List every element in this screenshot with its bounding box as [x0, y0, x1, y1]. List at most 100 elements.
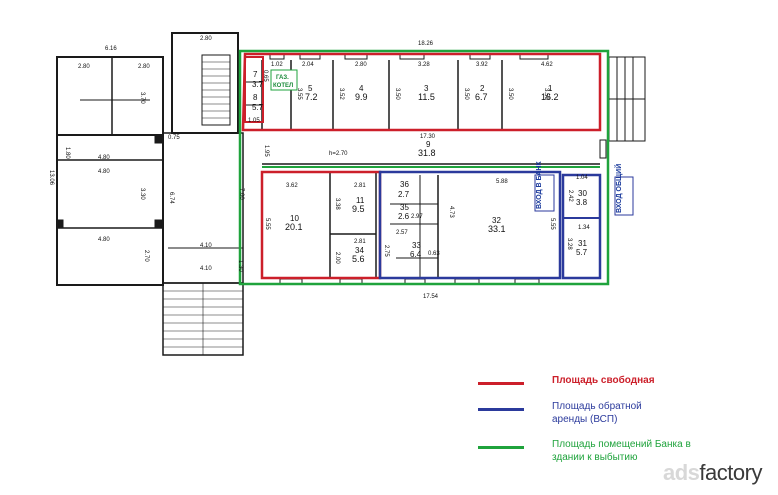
dimension: 6.16 [105, 46, 117, 52]
svg-text:3: 3 [424, 84, 429, 93]
dimension: 1.30 [237, 260, 243, 272]
legend-item-free: Площадь свободная [478, 374, 728, 408]
dimension: 1.04 [576, 175, 588, 181]
dimension: 3.50 [507, 88, 513, 100]
svg-text:31: 31 [578, 239, 587, 248]
room-8: 85.7 [252, 93, 264, 112]
dimension: 2.80 [78, 64, 90, 70]
dimension: 2.70 [143, 250, 149, 262]
dimension: 2.80 [355, 62, 367, 68]
dimension: 3.50 [394, 88, 400, 100]
svg-text:36: 36 [400, 180, 409, 189]
stair-steps-upper [202, 61, 230, 119]
dimension: 1.02 [271, 62, 283, 68]
svg-text:1: 1 [548, 84, 553, 93]
bank-area-outline [238, 49, 610, 286]
leaseback-area-entrance [561, 173, 602, 280]
room-9: 931.8 [418, 140, 436, 158]
dimension: 17.54 [423, 294, 439, 300]
entrance-door [599, 139, 607, 159]
dimension: 0.65 [262, 70, 268, 82]
svg-text:5: 5 [308, 84, 313, 93]
dimension: 1.05 [248, 118, 260, 124]
dimension: 13.06 [48, 170, 54, 186]
column [154, 219, 164, 229]
svg-text:8: 8 [253, 93, 258, 102]
dimension: 1.95 [263, 145, 269, 157]
free-area-gas-room [244, 56, 264, 123]
dimension: 4.73 [448, 206, 454, 218]
room-30: 303.8 [576, 189, 588, 207]
legend-swatch-red [478, 382, 524, 385]
stairwell [162, 32, 244, 356]
svg-text:2.7: 2.7 [398, 190, 410, 199]
dimension: 4.10 [200, 266, 212, 272]
dimension: 2.97 [411, 214, 423, 220]
column [56, 219, 64, 229]
room-35: 352.6 [398, 203, 410, 221]
svg-text:5.7: 5.7 [252, 103, 264, 112]
column [154, 134, 164, 144]
dimension: 2.00 [334, 252, 340, 264]
dimension: 3.62 [286, 183, 298, 189]
svg-text:6.7: 6.7 [475, 92, 488, 102]
free-area-outline [241, 52, 602, 132]
dimension: 3.55 [296, 88, 302, 100]
room-11: 119.5 [352, 196, 365, 214]
dimension: 5.55 [264, 218, 270, 230]
dimension: 2.57 [396, 230, 408, 236]
room-3: 311.5 [418, 84, 435, 102]
room-5: 57.2 [305, 84, 318, 102]
gas-boiler-label-2: КОТЕЛ [273, 83, 293, 89]
svg-text:34: 34 [355, 246, 364, 255]
gas-boiler-label-1: ГАЗ. [276, 75, 289, 81]
dimension: 2.42 [567, 190, 573, 202]
svg-text:11: 11 [356, 196, 365, 205]
legend-text-free: Площадь свободная [552, 375, 655, 386]
svg-text:5.6: 5.6 [352, 254, 365, 264]
room-33: 336.4 [410, 241, 422, 259]
legend-text-leaseback: Площадь обратной аренды (ВСП) [552, 401, 642, 425]
legend-text-bank: Площадь помещений Банка в здании к выбыт… [552, 439, 691, 463]
dimension: 4.80 [98, 237, 110, 243]
svg-text:9: 9 [426, 140, 431, 149]
svg-text:35: 35 [400, 203, 409, 212]
svg-text:16.2: 16.2 [541, 92, 559, 102]
svg-text:6.4: 6.4 [410, 250, 422, 259]
dimension: 4.62 [541, 62, 553, 68]
dimension: 3.28 [418, 62, 430, 68]
legend-swatch-green [478, 446, 524, 449]
dimension: 17.30 [420, 134, 436, 140]
dimension: 5.88 [496, 179, 508, 185]
dimension: 18.26 [418, 41, 434, 47]
svg-text:9.9: 9.9 [355, 92, 368, 102]
svg-text:20.1: 20.1 [285, 222, 303, 232]
dimension: 3.28 [566, 238, 572, 250]
dimension: 2.80 [200, 36, 212, 42]
dimension: 3.52 [338, 88, 344, 100]
dimension: h=2.70 [329, 151, 348, 157]
dimension: 3.38 [334, 198, 340, 210]
dimension: 2.81 [354, 239, 366, 245]
svg-text:31.8: 31.8 [418, 148, 436, 158]
room-31: 315.7 [576, 239, 588, 257]
dimension: 3.92 [476, 62, 488, 68]
svg-text:3.7: 3.7 [252, 80, 264, 89]
dimension: 4.80 [98, 155, 110, 161]
leaseback-area-outline [378, 170, 562, 280]
stairwell-lower-outline [162, 132, 244, 284]
stair-steps-lower [163, 283, 243, 355]
svg-text:32: 32 [492, 216, 501, 225]
room-2: 26.7 [475, 84, 488, 102]
svg-text:7: 7 [253, 70, 258, 79]
dimension: 3.50 [463, 88, 469, 100]
legend-item-leaseback: Площадь обратной аренды (ВСП) [478, 400, 728, 434]
room-1: 116.2 [541, 84, 559, 102]
svg-text:30: 30 [578, 189, 587, 198]
dimension: 5.55 [549, 218, 555, 230]
dimension: 2.75 [383, 245, 389, 257]
svg-text:3.8: 3.8 [576, 198, 588, 207]
